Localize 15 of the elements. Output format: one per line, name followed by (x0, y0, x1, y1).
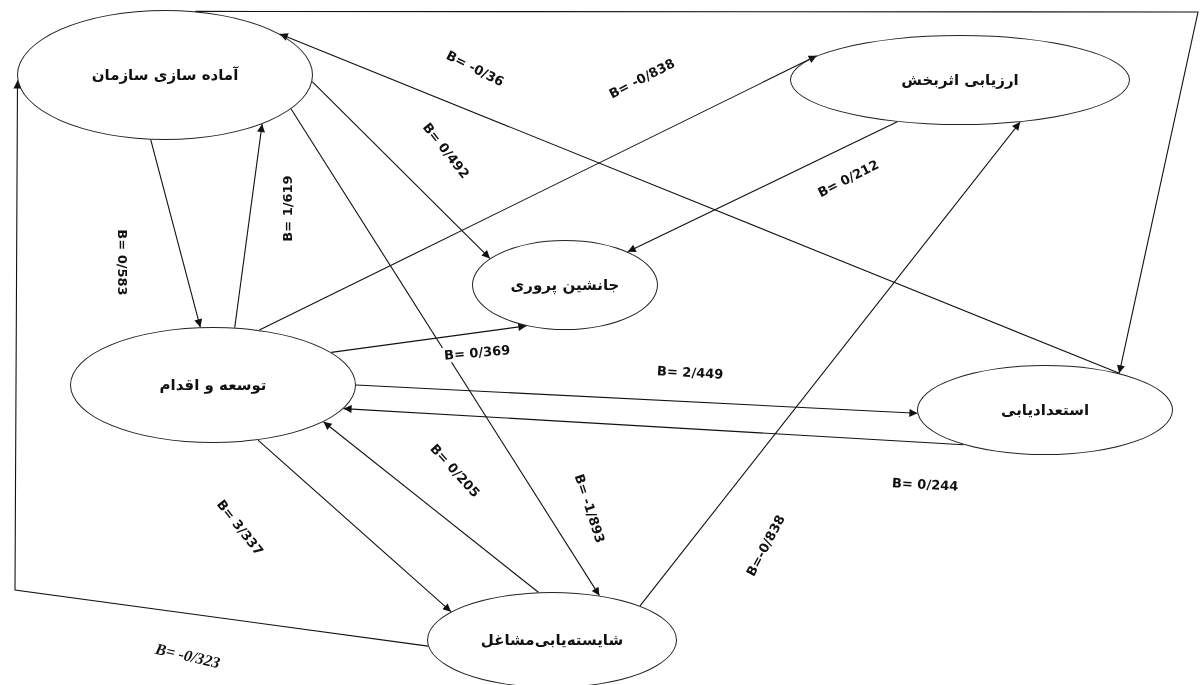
arrow (150, 139, 203, 328)
arrow (330, 323, 527, 353)
edge-label: B= 0/244 (889, 474, 961, 494)
arrow (257, 439, 452, 613)
arrow (290, 108, 600, 597)
arrow (639, 121, 1021, 607)
arrow (234, 123, 265, 329)
arrow (258, 55, 818, 331)
arrow (13, 79, 429, 647)
arrow (279, 33, 1120, 374)
arrow (311, 81, 491, 259)
arrow (355, 384, 918, 417)
arrow (627, 121, 898, 253)
edge-label: B= 2/449 (654, 362, 726, 382)
arrow (322, 421, 539, 593)
